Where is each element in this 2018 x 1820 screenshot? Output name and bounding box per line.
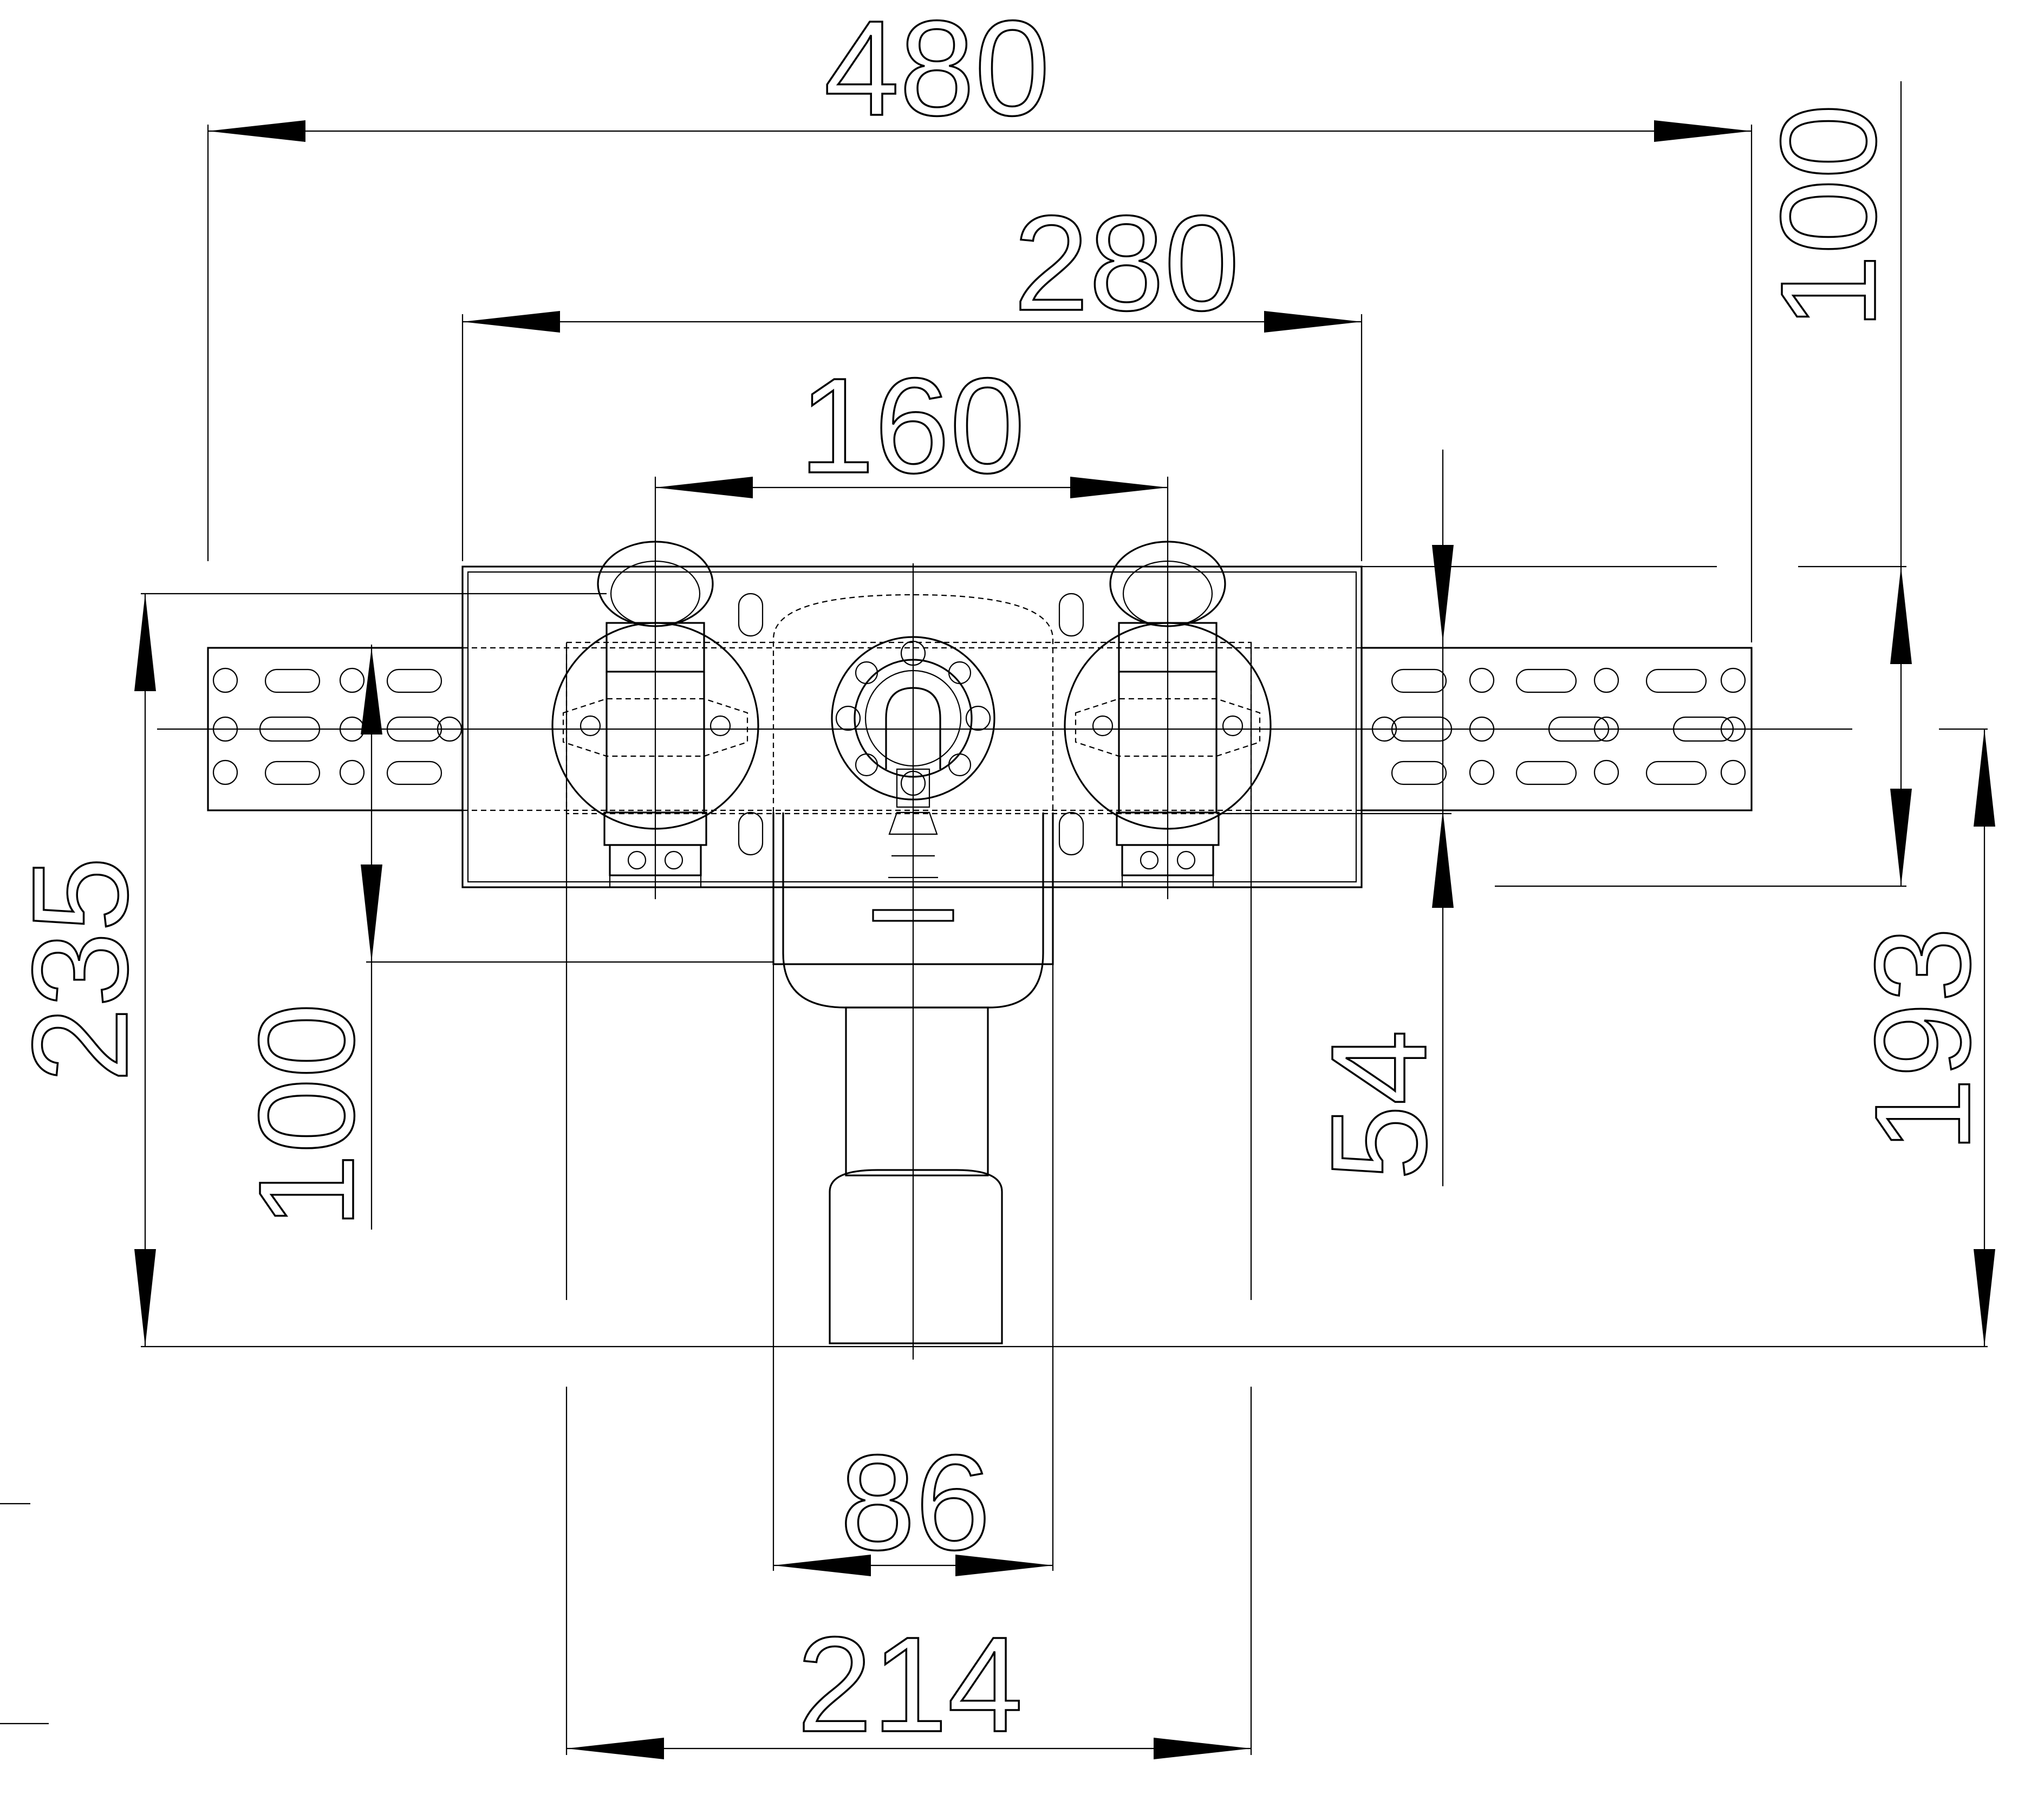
label-214: 214 [797,1609,1023,1760]
center-lines [157,542,1852,1360]
backplate [461,566,1363,888]
label-160: 160 [799,350,1025,501]
label-100-right-top: 100 [1753,103,1904,329]
dimension-160 [655,477,1168,498]
dimension-280 [463,311,1362,333]
label-193: 193 [1847,927,1998,1153]
dimension-100-left [361,648,382,962]
backplate-slots [738,593,1084,856]
dimension-235 [134,594,156,1347]
dimension-193 [1974,729,1995,1347]
dimension-480 [208,120,1752,142]
label-54: 54 [1303,1030,1454,1180]
label-235: 235 [4,856,155,1082]
label-280: 280 [1013,187,1239,339]
dimension-54 [1432,545,1454,908]
label-480: 480 [824,0,1050,144]
dimension-86 [773,1555,1053,1576]
extension-lines [0,81,1988,1755]
dimension-214 [567,1738,1251,1759]
dimension-100-right [1890,567,1912,886]
label-100-left: 100 [231,1003,382,1228]
label-86: 86 [840,1427,991,1578]
